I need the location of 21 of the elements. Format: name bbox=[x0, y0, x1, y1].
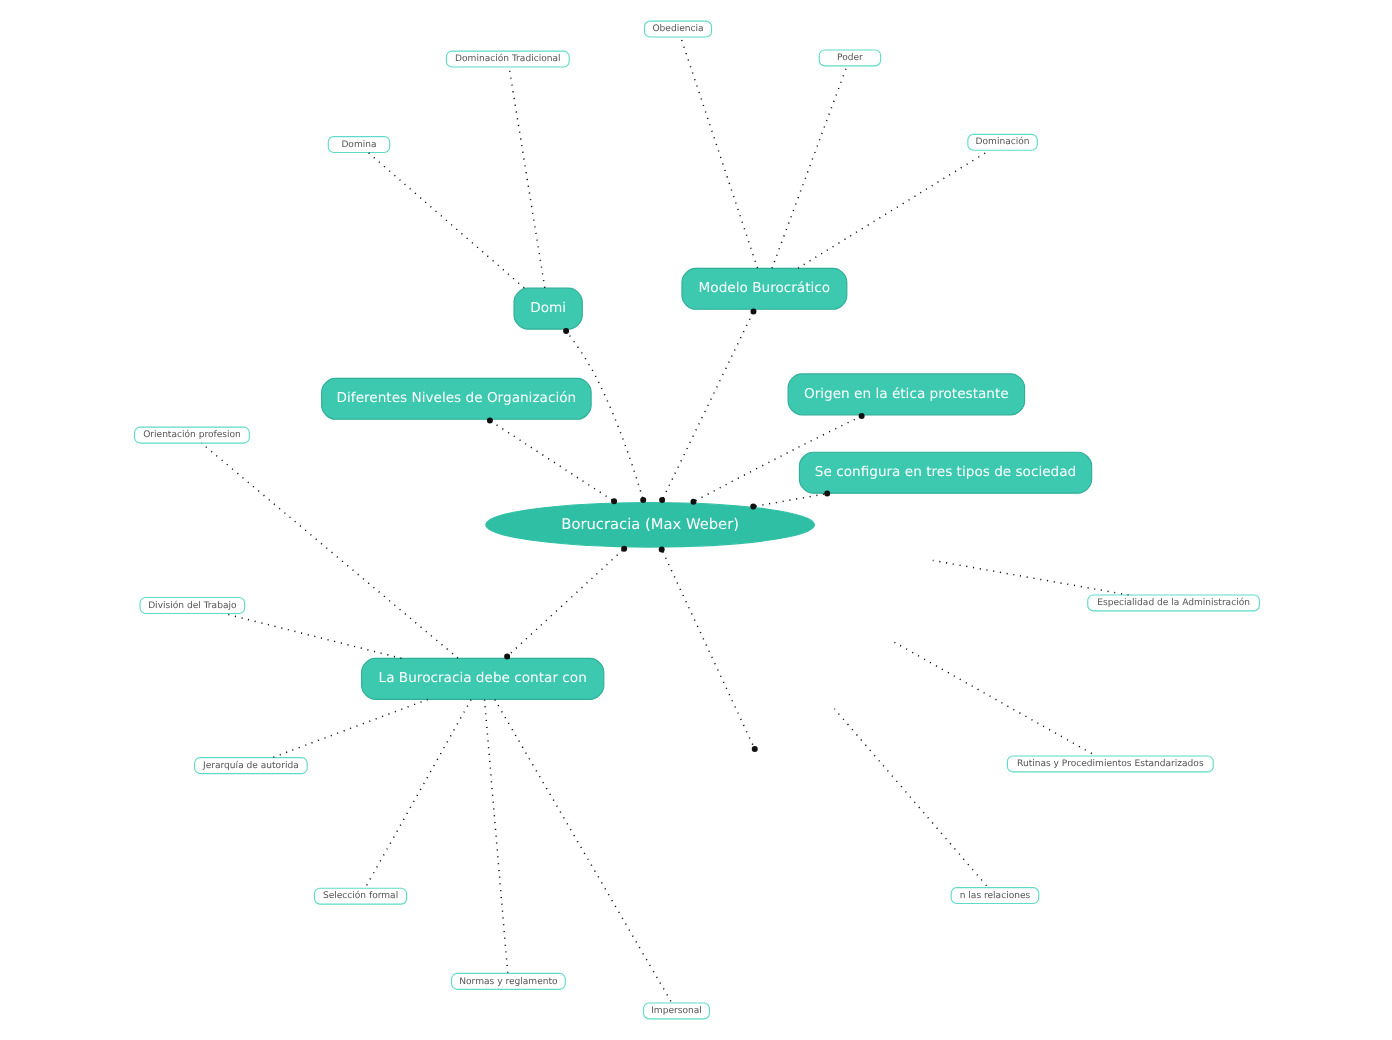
connector bbox=[562, 327, 646, 503]
connector bbox=[658, 308, 756, 504]
connector bbox=[679, 36, 758, 269]
connector bbox=[770, 65, 847, 270]
connector bbox=[493, 698, 672, 1004]
connector bbox=[199, 442, 458, 659]
connector bbox=[482, 698, 508, 974]
connector bbox=[503, 545, 627, 660]
connector bbox=[689, 412, 864, 505]
connector bbox=[749, 490, 830, 510]
connector bbox=[832, 708, 988, 889]
connector bbox=[271, 698, 428, 759]
connector bbox=[366, 151, 524, 289]
connector bbox=[485, 417, 617, 505]
connector bbox=[931, 559, 1129, 596]
connector bbox=[892, 641, 1096, 757]
connector bbox=[661, 551, 754, 748]
connector bbox=[222, 612, 402, 660]
connector bbox=[363, 699, 471, 889]
connector bbox=[507, 66, 545, 289]
connector bbox=[796, 149, 990, 269]
